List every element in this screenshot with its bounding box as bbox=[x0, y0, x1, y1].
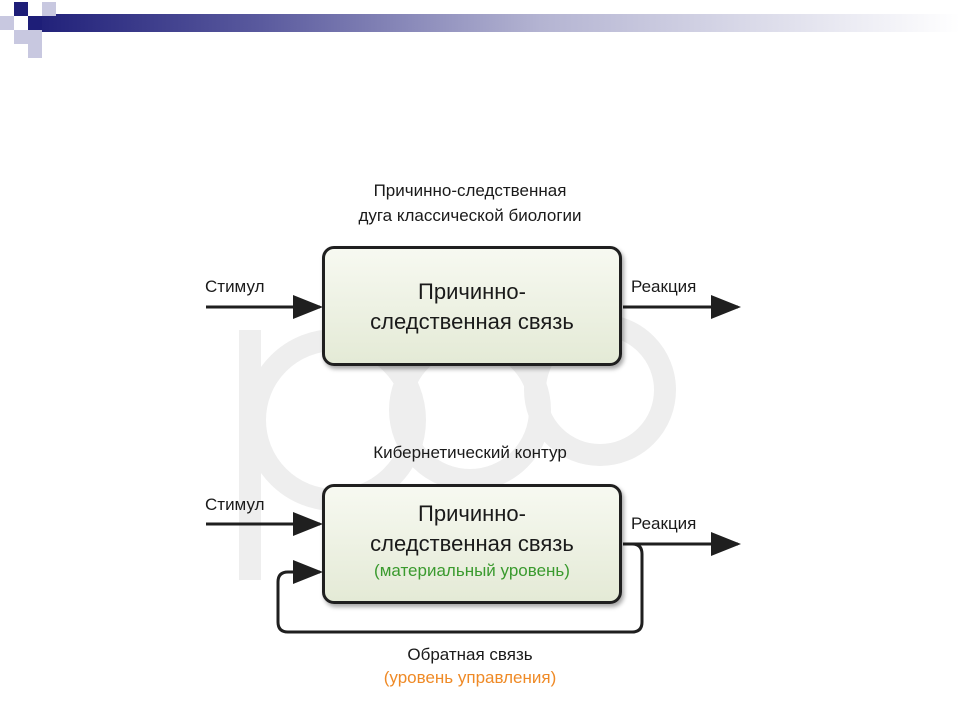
bottom-stimulus-label: Стимул bbox=[205, 495, 265, 514]
top-caption-line2: дуга классической биологии bbox=[358, 206, 582, 225]
top-box-line1: Причинно- bbox=[418, 279, 526, 304]
header-gradient-bar bbox=[28, 14, 960, 32]
header-square bbox=[42, 2, 56, 16]
header-square bbox=[14, 2, 28, 16]
material-level-label: (материальный уровень) bbox=[374, 561, 570, 580]
header-square bbox=[14, 16, 28, 30]
header-square bbox=[28, 44, 42, 58]
header-square bbox=[28, 16, 42, 30]
slide-header bbox=[0, 0, 960, 60]
control-level-label: (уровень управления) bbox=[383, 668, 557, 687]
bottom-reaction-label: Реакция bbox=[631, 514, 697, 533]
header-square bbox=[28, 2, 42, 16]
top-stimulus-label: Стимул bbox=[205, 277, 265, 296]
header-square bbox=[14, 30, 28, 44]
feedback-label: Обратная связь bbox=[407, 645, 533, 664]
header-square bbox=[0, 16, 14, 30]
bottom-cause-effect-box: Причинно- следственная связь (материальн… bbox=[322, 484, 622, 604]
top-cause-effect-box: Причинно- следственная связь bbox=[322, 246, 622, 366]
top-reaction-label: Реакция bbox=[631, 277, 697, 296]
feedback-loop-arrow bbox=[276, 542, 644, 634]
top-caption-line1: Причинно-следственная bbox=[373, 181, 567, 200]
top-box-line2: следственная связь bbox=[370, 309, 574, 334]
bottom-box-line2: следственная связь bbox=[370, 531, 574, 556]
bottom-caption: Кибернетический контур bbox=[373, 443, 567, 462]
header-square bbox=[28, 30, 42, 44]
bottom-box-line1: Причинно- bbox=[418, 501, 526, 526]
